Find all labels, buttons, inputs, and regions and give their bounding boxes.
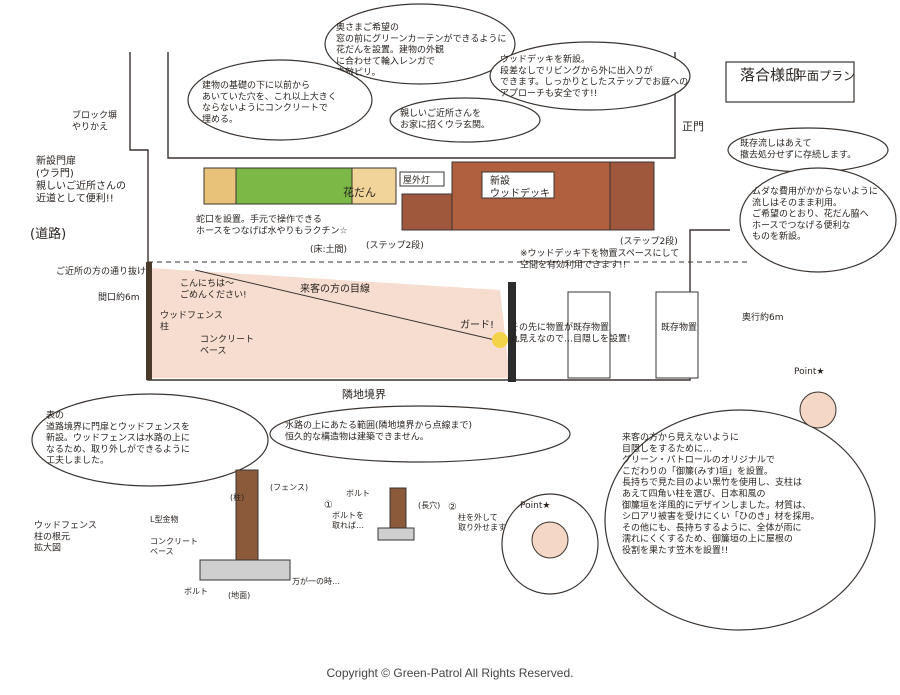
line-of-sight-arrow [194,269,496,341]
detail-bolt2: ボルト [346,489,370,498]
label-concrete-base: コンクリートベース [200,334,254,356]
bubble-misugaki [604,409,876,631]
title-line1: 落合様邸 [740,66,800,84]
point-label-top: Point★ [794,367,824,377]
bubble-waterway [269,405,571,463]
detail-caption: ウッドフェンス柱の根元拡大図 [34,520,97,554]
label-block: ブロック塀やりかえ [72,109,117,132]
bubble-fence-text: 表の道路境界に門扉とウッドフェンスを新設。ウッドフェンスは水路の上になるため、取… [46,409,190,466]
detail-step1: ボルトを取れば… [332,511,364,530]
label-step2b: (ステップ2段) [620,235,678,247]
label-path: ご近所の方の通り抜け [56,265,146,277]
label-storage-2: 既存物置 [661,321,697,333]
label-guard: ガード! [460,319,494,331]
label-new-gate: 新設門扉(ウラ門)親しいご近所さんの近道として便利!! [36,154,126,205]
bubble-flowerbed-text: 奥さまご希望の窓の前にグリーンカーテンができるように花だんを設置。建物の外観に合… [336,21,506,78]
label-line-of-sight: 来客の方の目線 [300,282,370,295]
bubble-foundation-text: 建物の基礎の下に以前からあいていた穴を、これ以上大きくならないようにコンクリート… [202,79,337,125]
character-woman-top: Point★ [794,367,837,429]
label-guard-note: その先に物置が丸見えなので…目隠しを設置! [510,321,631,344]
bubble-neighbor [389,97,541,143]
deck-label-box [481,171,555,199]
detail-hashira: (柱) [230,492,244,502]
label-boundary: 隣地境界 [342,387,386,401]
title-line2: 平面プラン [795,69,855,83]
character-woman-bottom: Point★ [501,493,599,595]
bubble-drain-detail [739,167,897,273]
label-new-deck: 新設ウッドデッキ [490,174,550,200]
deck-step-right [609,161,655,231]
label-konnichiwa: こんにちは〜ごめんください! [180,278,247,300]
label-kadan: 花だん [343,186,376,199]
deck-step-left [401,193,453,231]
wood-fence [146,262,152,380]
detail-bracket: L型金物 [150,514,178,524]
detail-mangaichi: 万が一の時… [292,576,340,586]
label-main-gate: 正門 [682,120,704,133]
outdoor-light-box [399,171,445,187]
label-fence-post: ウッドフェンス柱 [160,310,223,332]
flower-bed-edge [351,167,397,205]
flower-bed [235,167,353,205]
detail-post [235,469,259,571]
bubble-neighbor-text: 親しいご近所さんをお家に招くウラ玄関。 [400,107,490,130]
detail-fence: (フェンス) [270,483,308,492]
label-dim-left: 間口約6m [98,291,140,303]
detail-base-2 [377,527,415,541]
label-outdoor-light: 屋外灯 [403,174,430,186]
detail-ground: (地面) [228,590,250,600]
bubble-fence [31,393,269,487]
guard-marker [492,332,508,348]
label-dim-right: 奥行約6m [742,311,784,323]
label-storage-1: 既存物置 [573,321,609,333]
bubble-misugaki-text: 来客の方から見えないように目隠しをするために…グリーン・パトロールのオリジナルで… [622,431,820,556]
detail-step1-num: ① [324,500,333,511]
title-box: 落合様邸 平面プラン [725,61,855,103]
existing-storage-1 [567,291,611,379]
building-outline [167,52,676,159]
copyright-text: Copyright © Green-Patrol All Rights Rese… [326,666,574,680]
flower-bed-edge [203,167,237,205]
bubble-deck-text: ウッドデッキを新設。段差なしでリビングから外に出入りができます。しっかりとしたス… [500,53,688,99]
bubble-waterway-text: 水路の上にあたる範囲(隣地境界から点線まで)恒久的な構造物は建築できません。 [285,419,472,442]
detail-concrete: コンクリートベース [150,537,198,556]
existing-storage-2 [655,291,699,379]
point-label-bottom: Point★ [520,501,550,511]
label-deck-storage: ※ウッドデッキ下を物置スペースにして空間を有効利用できます!! [520,247,679,270]
detail-step2: 柱を外して取り外せます! [458,512,509,532]
fence-detail-drawing: ウッドフェンス柱の根元拡大図 (柱) (フェンス) L型金物 コンクリートベース… [34,469,509,600]
label-hose: 蛇口を設置。手元で操作できるホースをつなげば水やりもラクチン☆ [196,213,348,236]
bubble-deck [489,41,691,111]
line-of-sight-area [150,268,510,378]
detail-step2-num: ② [448,502,457,513]
bubble-drain-text: 既存流しはあえて撤去処分せずに存続します。 [740,137,856,160]
bubble-foundation [187,59,373,141]
bubble-flowerbed [324,3,516,85]
misugaki-screen [508,282,516,382]
label-road: (道路) [30,226,66,242]
label-tsuchima: (床:土間) [310,243,347,255]
label-step2: (ステップ2段) [366,239,424,251]
detail-post-2 [389,487,407,529]
detail-ana: (長穴) [418,500,440,510]
detail-concrete-base [199,559,291,581]
detail-bolt: ボルト [184,587,208,596]
bubble-drain-detail-text: ムダな費用がかからないように流しはそのまま利用。ご希望のとおり、花だん脇へホース… [752,185,878,242]
